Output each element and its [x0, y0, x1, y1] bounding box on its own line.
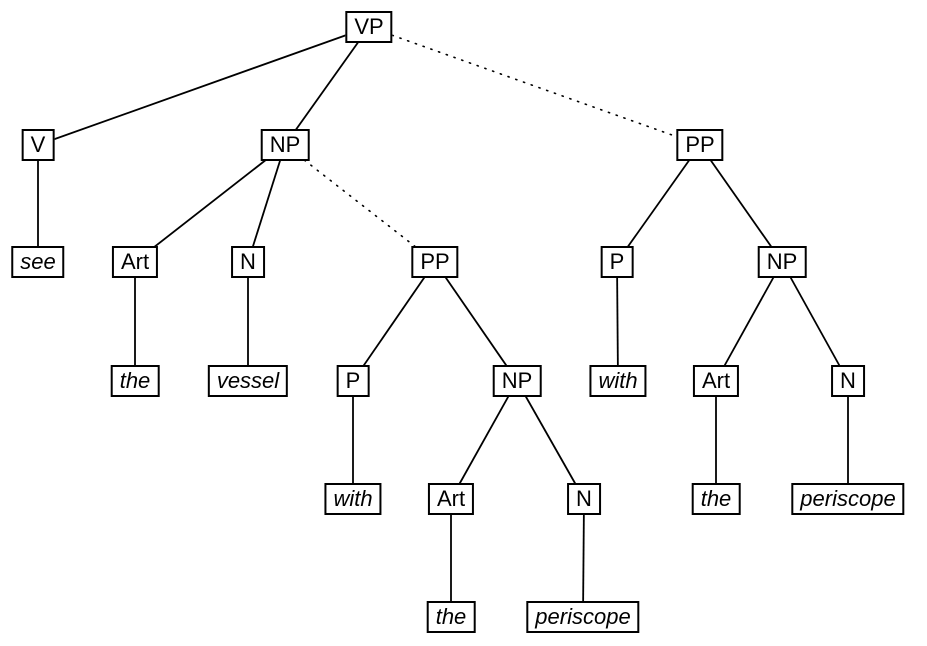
tree-edge-np2-art2	[450, 380, 518, 500]
tree-node-the2: the	[426, 601, 476, 633]
tree-node-vessel: vessel	[207, 365, 289, 397]
tree-edge-pp2-p2	[616, 144, 701, 263]
tree-node-vp: VP	[345, 11, 393, 43]
tree-node-v: V	[21, 129, 55, 161]
tree-node-art2: Art	[427, 483, 475, 515]
tree-edge-pp2-np3	[699, 144, 783, 263]
tree-node-pp1: PP	[411, 246, 459, 278]
tree-edge-np1-pp1-dotted	[284, 144, 436, 263]
tree-node-the1: the	[110, 365, 160, 397]
tree-node-periscope1: periscope	[526, 601, 640, 633]
tree-node-np3: NP	[757, 246, 807, 278]
tree-edge-pp1-p1	[352, 261, 436, 382]
tree-node-n1: N	[231, 246, 265, 278]
tree-node-see: see	[11, 246, 65, 278]
tree-node-art1: Art	[111, 246, 159, 278]
tree-node-with2: with	[589, 365, 647, 397]
tree-edge-pp1-np2	[434, 261, 518, 382]
tree-node-pp2: PP	[676, 129, 724, 161]
tree-edge-np3-art3	[715, 261, 783, 382]
tree-edge-n2-periscope1	[582, 498, 585, 618]
tree-node-n3: N	[831, 365, 865, 397]
tree-node-periscope2: periscope	[791, 483, 905, 515]
tree-node-n2: N	[567, 483, 601, 515]
tree-edge-vp-v	[37, 26, 370, 146]
tree-node-np1: NP	[260, 129, 310, 161]
tree-edge-np2-n2	[516, 380, 585, 500]
tree-node-with1: with	[324, 483, 382, 515]
tree-node-art3: Art	[692, 365, 740, 397]
tree-node-the3: the	[691, 483, 741, 515]
tree-edge-vp-pp2-dotted	[368, 26, 701, 146]
tree-node-p1: P	[336, 365, 370, 397]
tree-edge-np3-n3	[781, 261, 849, 382]
tree-node-np2: NP	[492, 365, 542, 397]
tree-node-p2: P	[600, 246, 634, 278]
tree-edge-np1-art1	[134, 144, 286, 263]
tree-edge-p2-with2	[616, 261, 619, 382]
tree-edge-np1-n1	[247, 144, 286, 263]
tree-edge-vp-np1	[284, 26, 370, 146]
